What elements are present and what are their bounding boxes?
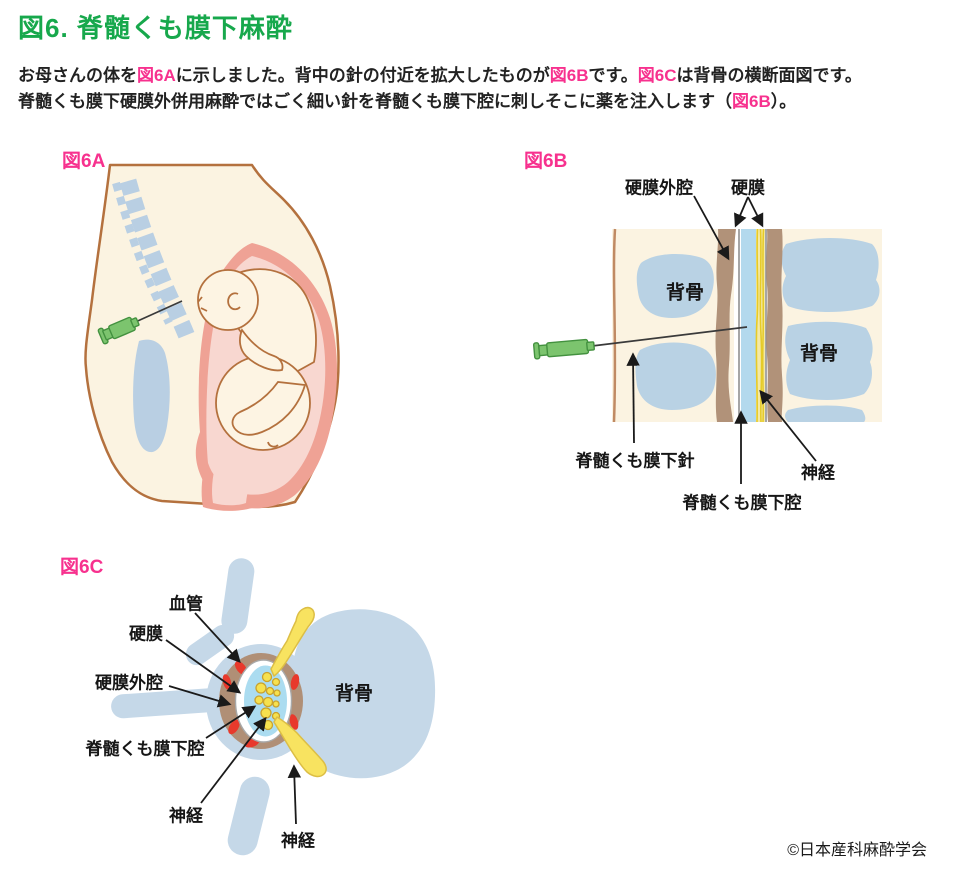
- arrow-dura: [165, 639, 242, 694]
- arrow-nerve: [759, 389, 817, 462]
- arrow-dura-right: [747, 196, 764, 228]
- label-spinal-needle-b: 脊髄くも膜下針: [575, 451, 695, 471]
- figure-ref-6b: 図6B: [732, 92, 771, 111]
- fetus-ear: [227, 292, 241, 311]
- figure-ref-6a: 図6A: [137, 66, 176, 85]
- epidural-bands: [715, 229, 783, 422]
- csf-strip: [741, 229, 756, 422]
- bone-blob: [781, 238, 880, 312]
- fetus-leg: [231, 381, 307, 436]
- spinous-process-top: [221, 558, 255, 634]
- bone-blob: [785, 405, 866, 422]
- arrow-epidural: [168, 685, 232, 708]
- label-subarachnoid-space-b: 脊髄くも膜下腔: [682, 493, 802, 513]
- label-bone-left-b: 背骨: [665, 282, 705, 304]
- intro-text: 脊髄くも膜下硬膜外併用麻酔ではごく細い針を脊髄くも膜下腔に刺しそこに薬を注入しま…: [18, 92, 732, 111]
- intro-text: に示しました。背中の針の付近を拡大したものが: [175, 66, 550, 85]
- annotation-arrows: [165, 612, 302, 825]
- page-title: 図6. 脊髄くも膜下麻酔: [18, 13, 293, 43]
- figure-ref-6b: 図6B: [549, 66, 589, 85]
- figure-b-label: 図6B: [524, 151, 568, 172]
- label-bone-right-b: 背骨: [799, 343, 839, 365]
- nerve-root-top: [270, 606, 315, 677]
- sacrum: [133, 339, 170, 453]
- label-dura-c: 硬膜: [129, 624, 163, 644]
- label-blood-vessel-c: 血管: [169, 594, 203, 614]
- nerve-root-bottom: [273, 716, 327, 778]
- label-subarachnoid-space-c: 脊髄くも膜下腔: [85, 739, 205, 759]
- intro-text: です。: [588, 66, 638, 85]
- fetus: [197, 268, 317, 451]
- figure-c-illustration: [111, 558, 436, 856]
- annotation-arrows: [626, 195, 817, 484]
- intro-paragraph: お母さんの体を図6Aに示しました。背中の針の付近を拡大したものが図6Bです。図6…: [18, 63, 952, 115]
- fetus-navel: [267, 441, 279, 448]
- needle-line: [591, 326, 748, 347]
- transverse-process-upper-left: [185, 624, 235, 666]
- label-nerve-b: 神経: [801, 463, 835, 483]
- figure-ref-6c: 図6C: [637, 66, 677, 85]
- figure-a-illustration: [84, 163, 340, 511]
- label-nerve-root-c: 神経: [281, 831, 315, 851]
- dura-lines: [738, 229, 767, 422]
- arrow-needle: [626, 352, 640, 444]
- arrow-epidural: [693, 195, 730, 261]
- label-bone-c: 背骨: [334, 683, 374, 705]
- arrow-nerve-inner: [200, 716, 267, 804]
- fetus-arm: [239, 328, 284, 372]
- label-epidural-space-c: 硬膜外腔: [95, 673, 163, 693]
- needle-line: [130, 300, 183, 325]
- nerve-dots: [254, 671, 281, 731]
- arrow-dura-left: [734, 196, 749, 228]
- figure-a-label: 図6A: [62, 151, 106, 172]
- spine-spinous-processes: [112, 181, 173, 325]
- figure-b-illustration: [532, 195, 882, 484]
- bone-blob: [635, 342, 716, 410]
- label-nerve-inner-c: 神経: [169, 806, 203, 826]
- figure-c-label: 図6C: [60, 557, 104, 578]
- skin-line: [612, 228, 617, 423]
- bone-blob: [785, 321, 873, 400]
- label-dura-b: 硬膜: [731, 178, 765, 198]
- vertebra-body: [290, 609, 436, 779]
- syringe-icon: [532, 338, 595, 360]
- arrow-nerve-root: [287, 764, 302, 825]
- arrow-subarachnoid: [205, 705, 257, 739]
- intro-text: お母さんの体を: [18, 66, 137, 85]
- bone-blob: [636, 253, 714, 318]
- fetus-face: [197, 296, 208, 312]
- intro-text: は背骨の横断面図です。: [676, 66, 862, 85]
- bone-blobs: [635, 238, 880, 422]
- intro-text: ）。: [770, 92, 797, 111]
- epidural-band-right: [766, 229, 783, 422]
- spinous-process-bottom: [227, 776, 270, 856]
- label-epidural-space-b: 硬膜外腔: [625, 178, 693, 198]
- nerve-roots: [270, 606, 327, 778]
- epidural-band-left: [715, 229, 736, 422]
- copyright-notice: ©日本産科麻酔学会: [787, 842, 927, 859]
- syringe-icon: [97, 316, 140, 345]
- arrow-blood-vessel: [194, 612, 241, 663]
